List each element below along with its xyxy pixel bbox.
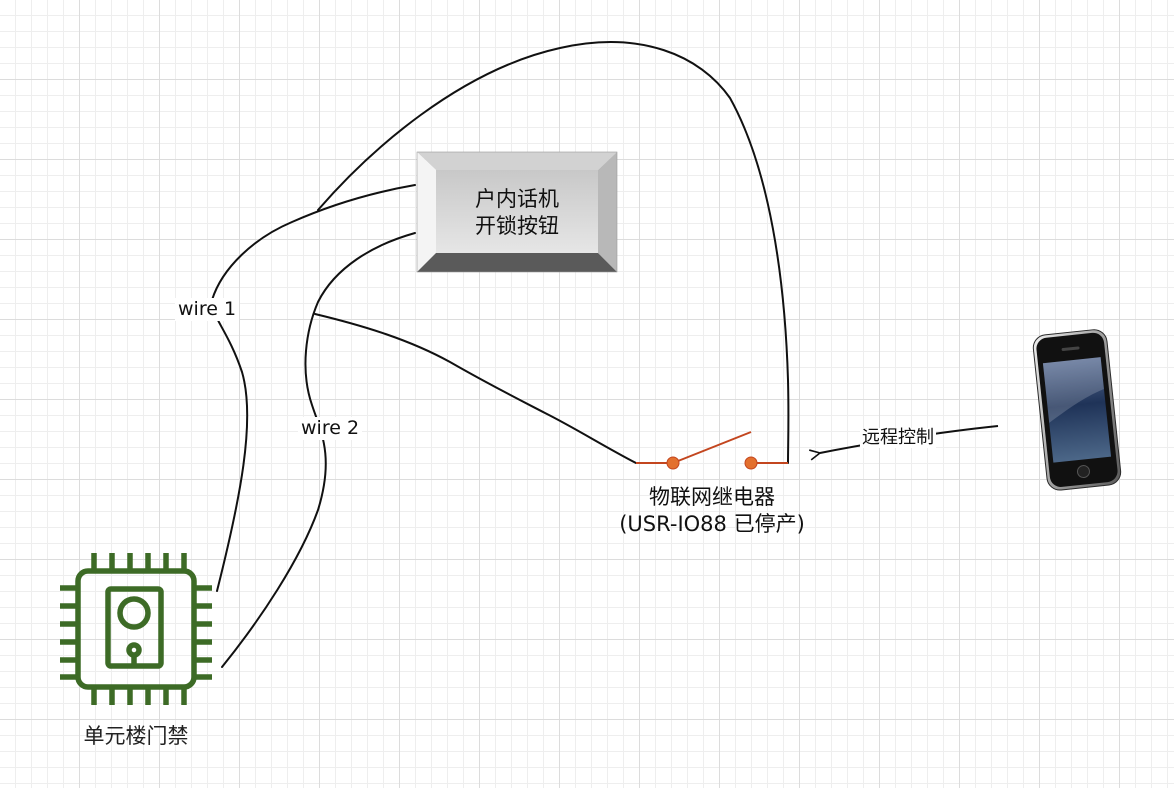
wire-relay-loop <box>317 41 790 464</box>
button-label-line1: 户内话机 <box>475 187 559 211</box>
wire-1 <box>210 184 416 592</box>
relay-label-line2: (USR-IO88 已停产) <box>619 512 805 536</box>
wire-2 <box>221 232 416 668</box>
button-label-line2: 开锁按钮 <box>475 214 559 238</box>
wires <box>210 41 790 668</box>
relay-switch-icon <box>636 431 788 470</box>
door-lock-chip-icon <box>60 553 212 705</box>
wire-1-label: wire 1 <box>175 298 240 321</box>
unlock-button-shape <box>416 151 618 273</box>
relay-label-line1: 物联网继电器 <box>649 485 775 509</box>
wire-2-label: wire 2 <box>298 417 363 440</box>
door-access-label: 单元楼门禁 <box>83 724 189 748</box>
remote-control-label: 远程控制 <box>860 427 936 448</box>
wire-relay-left <box>314 313 637 464</box>
smartphone-icon <box>1032 329 1122 491</box>
